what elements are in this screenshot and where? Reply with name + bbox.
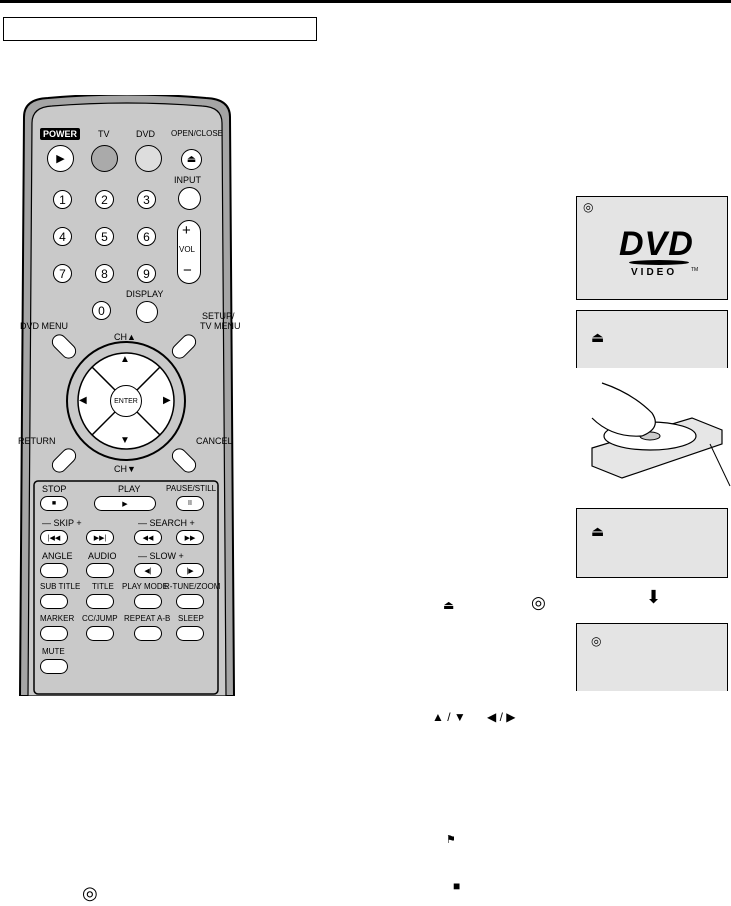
vol-up-button[interactable]: +: [182, 222, 191, 239]
mute-label: MUTE: [42, 647, 65, 656]
num-5-button[interactable]: 5: [95, 227, 114, 246]
stop-button[interactable]: ■: [40, 496, 68, 511]
disc-icon: ◎: [583, 200, 594, 214]
tv-menu-label: TV MENU: [200, 321, 241, 331]
eject-inline-icon: ⏏: [443, 598, 455, 612]
marker-label: MARKER: [40, 614, 75, 623]
screen-eject-2: ⏏: [576, 508, 728, 578]
mute-button[interactable]: [40, 659, 68, 674]
enter-button[interactable]: ENTER: [110, 385, 142, 417]
pause-button[interactable]: II: [176, 496, 204, 511]
remote-control: POWER TV DVD OPEN/CLOSE ▶ ⏏ INPUT 1 2 3 …: [18, 95, 241, 696]
screen-disc: ◎: [576, 623, 728, 691]
angle-label: ANGLE: [42, 551, 73, 561]
disc-tray-illustration: [591, 382, 731, 487]
marker-button[interactable]: [40, 626, 68, 641]
open-close-label: OPEN/CLOSE: [171, 129, 224, 138]
open-close-button[interactable]: ⏏: [181, 149, 202, 170]
input-label: INPUT: [174, 175, 201, 185]
skip-forward-button[interactable]: ▶▶|: [86, 530, 114, 545]
sleep-button[interactable]: [176, 626, 204, 641]
pause-label: PAUSE/STILL: [166, 484, 217, 493]
rtune-label: R-TUNE/ZOOM: [164, 582, 221, 591]
audio-label: AUDIO: [88, 551, 117, 561]
vol-label: VOL: [179, 245, 196, 254]
return-label: RETURN: [18, 436, 56, 446]
dvd-menu-label: DVD MENU: [20, 321, 69, 331]
volume-rocker: [177, 220, 201, 284]
slow-forward-button[interactable]: |▶: [176, 563, 204, 578]
title-label: TITLE: [92, 582, 114, 591]
left-right-arrows-icon: ◀ / ▶: [487, 710, 516, 724]
vol-down-button[interactable]: −: [183, 262, 192, 279]
display-button[interactable]: [136, 301, 158, 323]
slow-label: — SLOW +: [138, 551, 184, 561]
down-arrow-icon: ⬇: [646, 587, 662, 607]
flag-icon: ⚑: [446, 834, 456, 846]
ch-up-label: CH▲: [114, 332, 136, 342]
play-label: PLAY: [118, 484, 141, 494]
setup-label: SETUP/: [202, 311, 235, 321]
cc-jump-button[interactable]: [86, 626, 114, 641]
disc-inline-icon: ◎: [531, 593, 546, 612]
video-text: VIDEO: [631, 267, 678, 278]
skip-back-button[interactable]: |◀◀: [40, 530, 68, 545]
repeat-button[interactable]: [134, 626, 162, 641]
stop-icon: ■: [453, 879, 461, 893]
num-8-button[interactable]: 8: [95, 264, 114, 283]
num-3-button[interactable]: 3: [137, 190, 156, 209]
ch-down-label: CH▼: [114, 464, 136, 474]
search-forward-button[interactable]: ▶▶: [176, 530, 204, 545]
cancel-label: CANCEL: [196, 436, 233, 446]
num-2-button[interactable]: 2: [95, 190, 114, 209]
up-arrow-icon[interactable]: ▲: [120, 354, 130, 365]
subtitle-label: SUB TITLE: [40, 582, 81, 591]
down-arrow-icon[interactable]: ▼: [120, 435, 130, 446]
search-back-button[interactable]: ◀◀: [134, 530, 162, 545]
repeat-label: REPEAT A-B: [124, 614, 171, 623]
num-4-button[interactable]: 4: [53, 227, 72, 246]
tv-label: TV: [98, 129, 110, 139]
power-button[interactable]: ▶: [47, 145, 74, 172]
up-down-arrows-icon: ▲ / ▼: [432, 710, 466, 724]
input-button[interactable]: [178, 187, 201, 210]
skip-label: — SKIP +: [42, 518, 82, 528]
num-7-button[interactable]: 7: [53, 264, 72, 283]
play-mode-button[interactable]: [134, 594, 162, 609]
num-1-button[interactable]: 1: [53, 190, 72, 209]
tv-button[interactable]: [91, 145, 118, 172]
eject-icon-2: ⏏: [591, 523, 605, 539]
cc-jump-label: CC/JUMP: [82, 614, 118, 623]
search-label: — SEARCH +: [138, 518, 195, 528]
disc-icon-bottom: ◎: [82, 883, 98, 903]
eject-icon: ⏏: [591, 329, 605, 345]
top-rule: [0, 0, 731, 3]
slow-back-button[interactable]: ◀|: [134, 563, 162, 578]
tm-mark: TM: [691, 267, 699, 273]
section-header-box: [3, 17, 317, 41]
play-mode-label: PLAY MODE: [122, 582, 168, 591]
stop-label: STOP: [42, 484, 67, 494]
sleep-label: SLEEP: [178, 614, 204, 623]
angle-button[interactable]: [40, 563, 68, 578]
screen-dvd-logo: ◎ DVD VIDEO TM: [576, 196, 728, 300]
right-arrow-icon[interactable]: ▶: [163, 395, 171, 406]
dvd-logo-disc: [629, 260, 689, 265]
title-button[interactable]: [86, 594, 114, 609]
dvd-label: DVD: [136, 129, 156, 139]
dvd-logo: DVD: [619, 225, 694, 263]
dvd-button[interactable]: [135, 145, 162, 172]
left-arrow-icon[interactable]: ◀: [79, 395, 87, 406]
num-0-button[interactable]: 0: [92, 301, 111, 320]
display-label: DISPLAY: [126, 289, 164, 299]
audio-button[interactable]: [86, 563, 114, 578]
num-9-button[interactable]: 9: [137, 264, 156, 283]
rtune-zoom-button[interactable]: [176, 594, 204, 609]
power-label: POWER: [40, 128, 81, 140]
disc-icon-2: ◎: [591, 634, 602, 648]
play-button[interactable]: ▶: [94, 496, 156, 511]
screen-eject-1: ⏏: [576, 310, 728, 368]
subtitle-button[interactable]: [40, 594, 68, 609]
num-6-button[interactable]: 6: [137, 227, 156, 246]
